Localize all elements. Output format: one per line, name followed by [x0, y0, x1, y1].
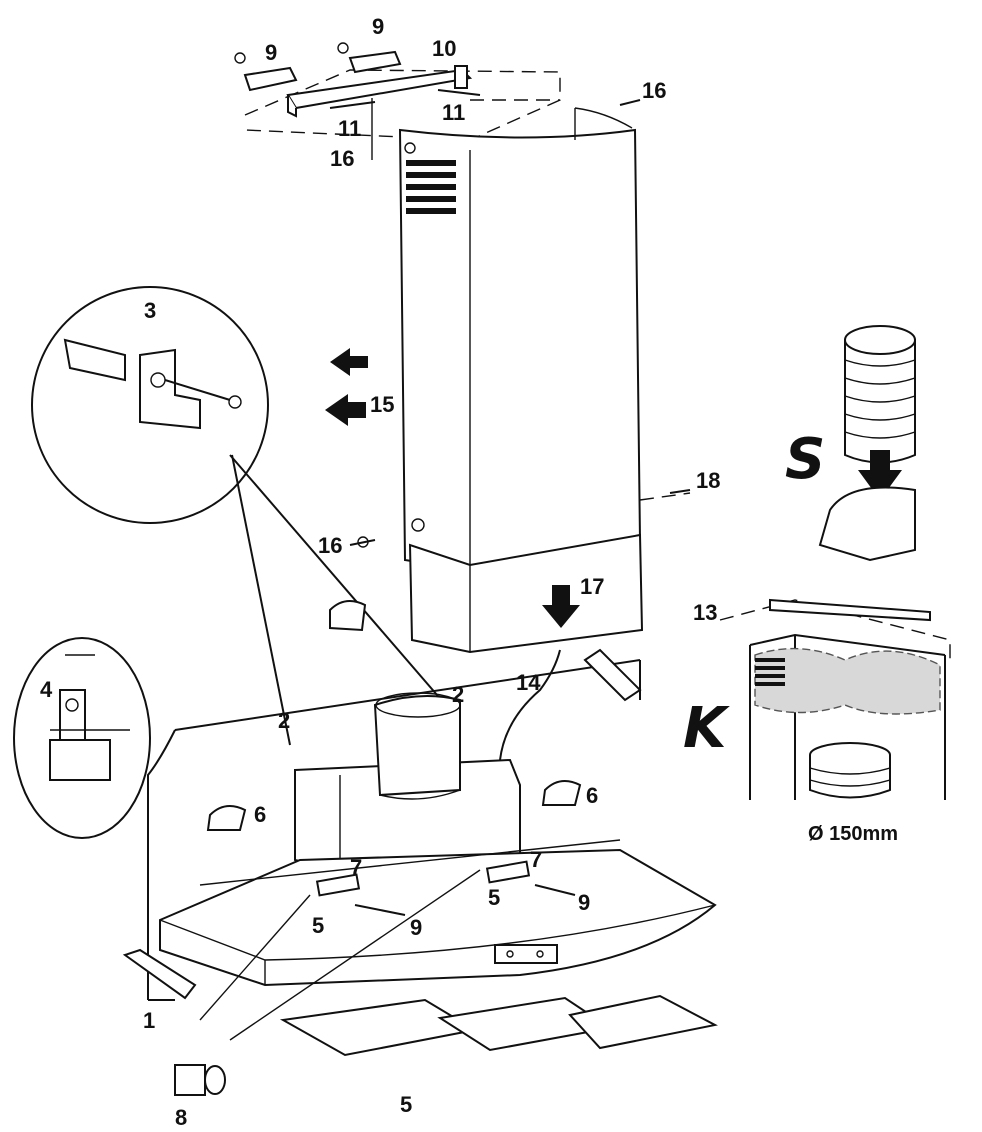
- wall-plug-left: [234, 52, 298, 92]
- arrow-15-lower: [325, 394, 366, 426]
- part-labels: 1 2 2 3 4 5 5 5 6 6 7 7 8 9 9 9 9 10 11 …: [40, 14, 720, 1130]
- hood-canopy: [159, 848, 717, 987]
- label-16-top-right: 16: [642, 78, 666, 103]
- label-9-top-left: 9: [265, 40, 277, 65]
- label-13: 13: [693, 600, 717, 625]
- motor-housing: [294, 692, 521, 872]
- label-10: 10: [432, 36, 456, 61]
- label-16-side: 16: [318, 533, 342, 558]
- wall-panel: [147, 659, 641, 1001]
- carbon-filter-stack-s: [818, 325, 916, 562]
- detail-oval-4: [13, 637, 151, 839]
- label-15: 15: [370, 392, 394, 417]
- label-11-left: 11: [338, 116, 361, 141]
- label-2-right: 2: [452, 682, 464, 707]
- label-9-right: 9: [578, 890, 590, 915]
- label-18: 18: [696, 468, 720, 493]
- arrow-15-upper: [330, 348, 368, 376]
- carbon-filter-disc: [809, 742, 891, 799]
- fixing-left: [315, 873, 406, 916]
- label-5-bottom: 5: [400, 1092, 412, 1117]
- grease-filter-3: [568, 994, 718, 1050]
- label-2-left: 2: [278, 708, 290, 733]
- ceiling-bracket-assembly: [234, 42, 561, 160]
- filter-diameter-label: Ø 150mm: [808, 823, 898, 845]
- chimney-vent-slots: [406, 160, 456, 214]
- label-7-right: 7: [530, 847, 542, 872]
- label-4: 4: [40, 677, 53, 702]
- label-5-left: 5: [312, 913, 324, 938]
- label-6-right: 6: [586, 783, 598, 808]
- label-7-left: 7: [350, 855, 362, 880]
- label-5-mid: 5: [488, 885, 500, 910]
- screw-8-detail: [174, 1064, 226, 1096]
- label-14: 14: [516, 670, 541, 695]
- label-16-top-left: 16: [330, 146, 354, 171]
- unit-vent-slots: [755, 658, 785, 686]
- label-17: 17: [580, 574, 604, 599]
- upper-chimney: [398, 107, 642, 572]
- label-9-mid: 9: [410, 915, 422, 940]
- label-3: 3: [144, 298, 156, 323]
- label-8: 8: [175, 1105, 187, 1130]
- recirculation-unit-k: [719, 598, 951, 800]
- arrow-17: [542, 585, 580, 628]
- fixing-right: [485, 860, 576, 896]
- label-9-top-right: 9: [372, 14, 384, 39]
- label-6-left: 6: [254, 802, 266, 827]
- lower-chimney: [408, 533, 644, 654]
- variant-label-s: S: [785, 427, 825, 492]
- detail-circle-3: [31, 286, 451, 746]
- label-1: 1: [143, 1008, 155, 1033]
- label-11-right: 11: [442, 100, 465, 125]
- variant-label-k: K: [683, 696, 730, 761]
- grease-filter-1: [279, 998, 478, 1057]
- wall-plug-right: [337, 42, 402, 74]
